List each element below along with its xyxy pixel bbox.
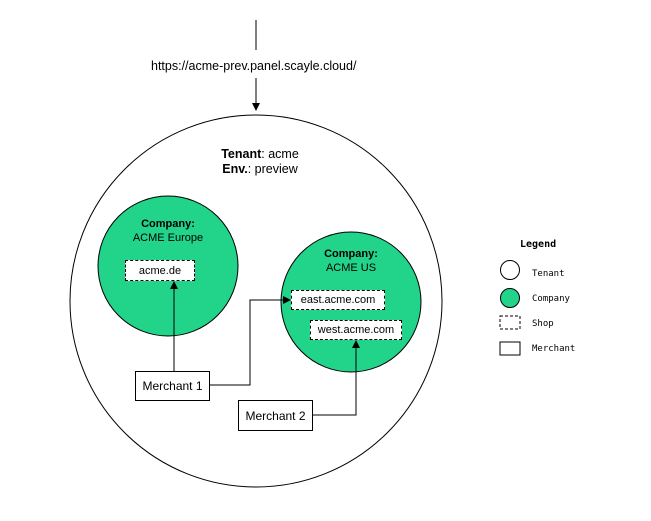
env-label: Env. [222, 162, 248, 176]
company-europe-label: Company: ACME Europe [102, 217, 234, 245]
tenant-info: Tenant: acme Env.: preview [205, 147, 315, 177]
legend-shop-label: Shop [532, 319, 554, 329]
shop-east-acme-com: east.acme.com [291, 290, 385, 310]
legend-tenant-swatch [500, 260, 520, 280]
company-us-title: Company: [324, 248, 378, 260]
legend-company-swatch [500, 288, 520, 308]
legend-tenant-label: Tenant [532, 269, 565, 279]
legend-title: Legend [520, 239, 557, 250]
merchant2-to-west-arrow [313, 340, 360, 416]
company-us-name: ACME US [325, 262, 377, 274]
company-europe-title: Company: [141, 218, 195, 230]
merchant-1: Merchant 1 [135, 371, 210, 401]
legend-company-label: Company [532, 294, 570, 304]
tenant-label: Tenant [221, 147, 262, 161]
shop-acme-de: acme.de [125, 260, 195, 281]
company-europe-name: ACME Europe [132, 232, 204, 244]
legend-shop-swatch [499, 315, 521, 330]
shop-west-acme-com: west.acme.com [310, 320, 402, 340]
env-value: : preview [247, 162, 298, 176]
merchant-2: Merchant 2 [238, 400, 313, 431]
legend-merchant-swatch [499, 341, 521, 356]
legend-merchant-label: Merchant [532, 344, 576, 354]
panel-url: https://acme-prev.panel.scayle.cloud/ [151, 59, 357, 73]
merchant1-to-east-arrow [210, 296, 291, 386]
company-us-label: Company: ACME US [286, 247, 416, 275]
tenant-value: : acme [261, 147, 299, 161]
